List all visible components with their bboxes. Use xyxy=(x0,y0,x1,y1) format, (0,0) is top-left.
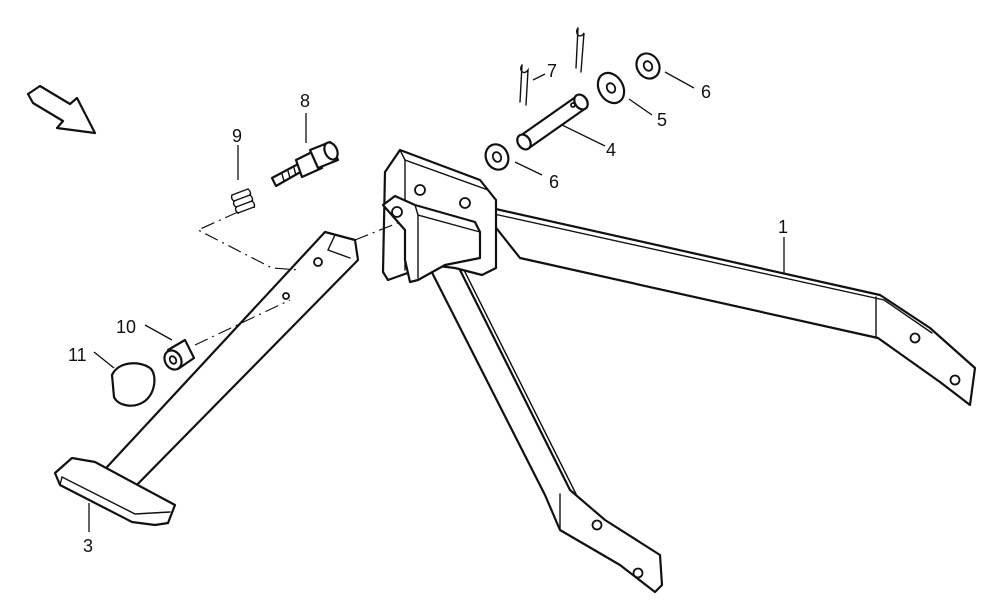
callout-9: 9 xyxy=(232,126,242,146)
callout-6-lower: 6 xyxy=(549,172,559,192)
part-10-bushing xyxy=(163,338,196,371)
callout-4: 4 xyxy=(606,140,616,160)
part-3-pedal xyxy=(53,230,360,527)
callout-7: 7 xyxy=(547,61,557,81)
callout-1: 1 xyxy=(778,217,788,237)
leader-lines xyxy=(88,71,785,532)
callout-11: 11 xyxy=(68,345,87,365)
callout-8: 8 xyxy=(300,91,310,111)
callout-5: 5 xyxy=(657,110,667,130)
callouts: 1 3 4 5 6 6 7 8 9 10 11 xyxy=(68,61,788,556)
callout-3: 3 xyxy=(83,536,93,556)
part-8-plunger xyxy=(270,140,340,188)
assembly-lines xyxy=(194,211,401,346)
callout-6-upper: 6 xyxy=(701,82,711,102)
part-4-pin xyxy=(516,93,589,151)
part-5-washer xyxy=(596,71,626,105)
part-6-washer-lower xyxy=(484,143,510,171)
part-9-spring xyxy=(230,188,256,214)
part-11-knob xyxy=(110,362,156,407)
part-1-frame xyxy=(381,148,977,594)
part-7-cotter-pins xyxy=(519,27,585,106)
part-6-washer-upper xyxy=(635,52,661,80)
direction-arrow-icon xyxy=(26,84,97,135)
callout-10: 10 xyxy=(116,317,136,337)
